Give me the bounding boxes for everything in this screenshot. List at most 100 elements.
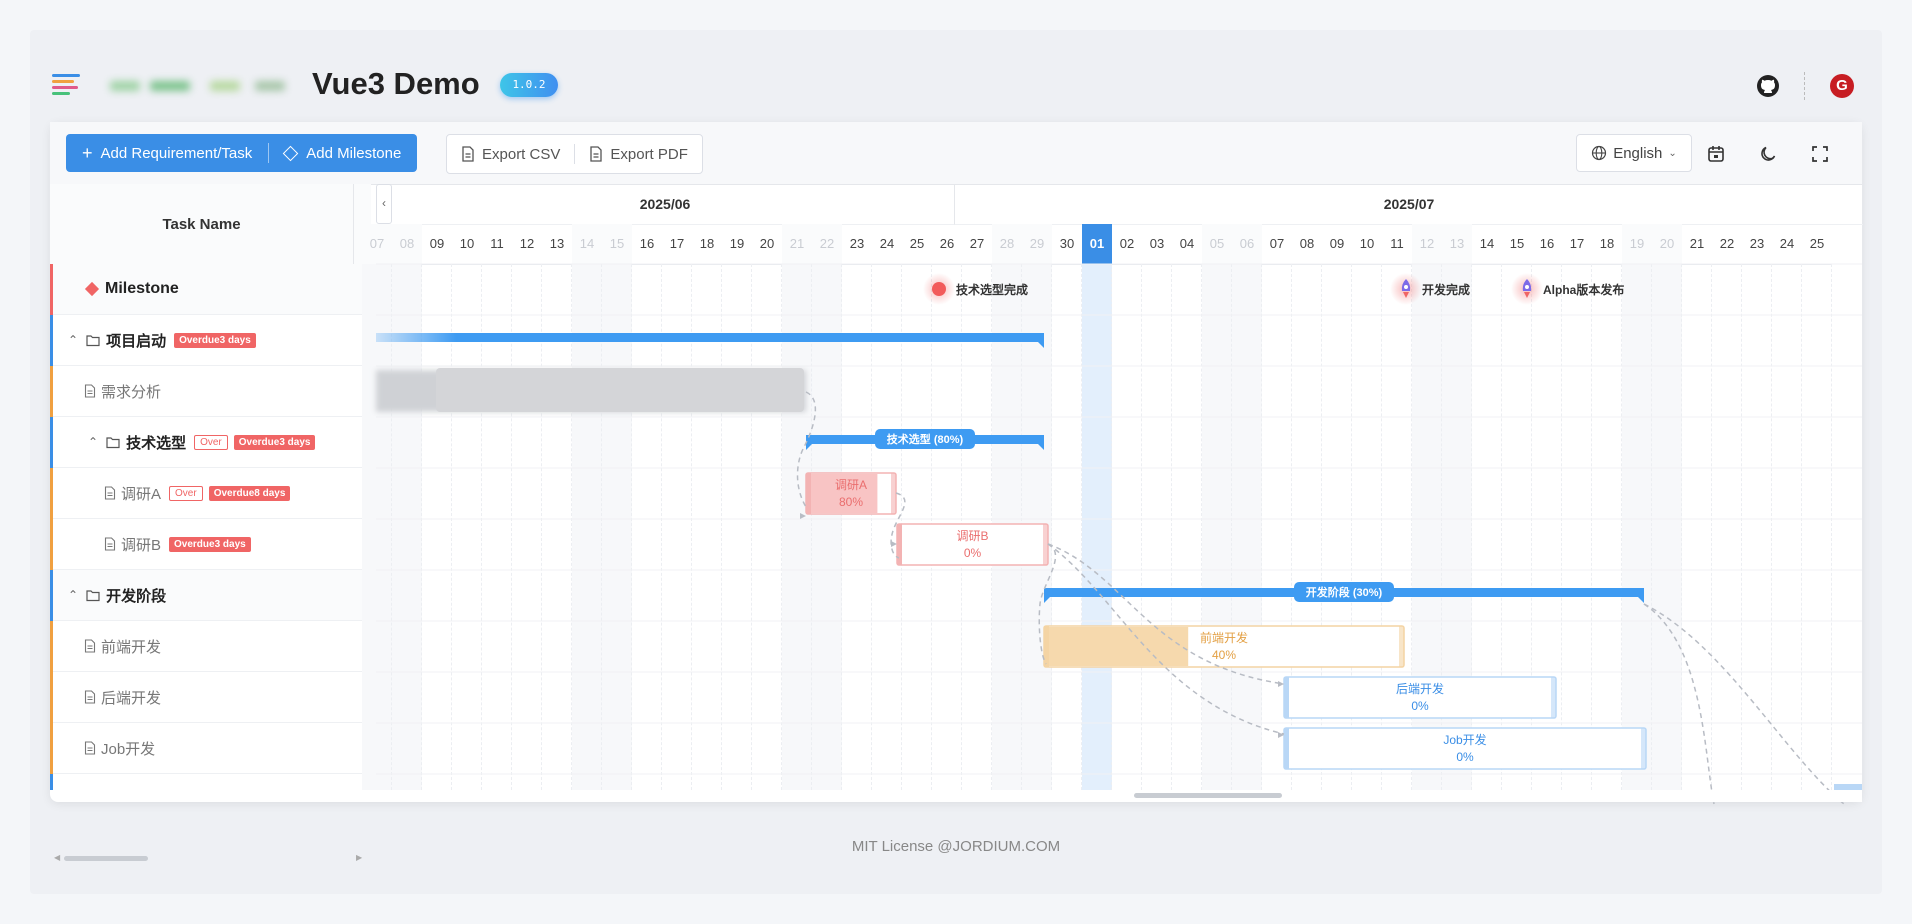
task-bar-requirement-analysis-body[interactable] [436, 368, 804, 412]
task-bar-percent[interactable]: 80% [839, 495, 863, 509]
bar-handle[interactable] [897, 524, 902, 565]
task-bar-label[interactable]: 后端开发 [1396, 681, 1444, 696]
day-column [392, 264, 422, 790]
folder-icon [106, 437, 120, 449]
group-bar-end[interactable] [1038, 342, 1044, 348]
bar-handle[interactable] [1284, 728, 1289, 769]
row-label: Job开发 [101, 740, 156, 758]
grid-row-task[interactable]: 前端开发 [50, 621, 370, 672]
github-icon[interactable] [1756, 74, 1780, 98]
day-column [782, 264, 812, 790]
add-task-button[interactable]: + Add Requirement/Task [66, 134, 268, 172]
over-badge: Over [194, 434, 228, 450]
bar-handle[interactable] [1043, 524, 1048, 565]
export-pdf-button[interactable]: Export PDF [575, 135, 702, 173]
group-bar-end[interactable] [1044, 597, 1050, 603]
day-column [1772, 264, 1802, 790]
rocket-flame [1524, 292, 1530, 298]
dependency-arrow [1643, 603, 1715, 805]
grid-row-group[interactable]: ⌃ 技术选型 Over Overdue3 days [50, 417, 370, 468]
group-bar-end[interactable] [1038, 444, 1044, 450]
task-bar-frontend-progress[interactable] [1045, 627, 1189, 666]
chevron-up-icon[interactable]: ⌃ [68, 333, 79, 347]
group-bar-end[interactable] [1638, 597, 1644, 603]
group-bar-label-bg[interactable] [1294, 582, 1394, 602]
day-column [542, 264, 572, 790]
rocket-flame [1403, 292, 1409, 298]
bar-handle[interactable] [1284, 677, 1289, 718]
task-bar-label[interactable]: 调研A [835, 478, 867, 492]
day-column [632, 264, 662, 790]
language-select[interactable]: English ⌄ [1576, 134, 1692, 172]
grid-row-task[interactable]: 需求分析 [50, 366, 370, 417]
day-header: 08 [392, 224, 422, 265]
grid-row-group[interactable]: ⌃ 项目启动 Overdue3 days [50, 315, 370, 366]
chevron-down-icon: ⌄ [1668, 147, 1677, 159]
day-column [752, 264, 782, 790]
day-column [1322, 264, 1352, 790]
task-bar-percent[interactable]: 0% [1456, 750, 1474, 764]
grid-row-task[interactable]: 调研B Overdue3 days [50, 519, 370, 570]
day-column [1112, 264, 1142, 790]
calendar-icon[interactable] [1706, 144, 1726, 164]
moon-icon[interactable] [1758, 144, 1778, 164]
day-column [422, 264, 452, 790]
group-bar-label[interactable]: 开发阶段 (30%) [1306, 585, 1383, 599]
gitee-icon[interactable]: G [1830, 74, 1854, 98]
task-bar-label[interactable]: Job开发 [1443, 732, 1486, 747]
day-column [1262, 264, 1292, 790]
fullscreen-icon[interactable] [1810, 144, 1830, 164]
day-column [1742, 264, 1772, 790]
document-icon [462, 146, 474, 162]
grid-row-task[interactable]: 后端开发 [50, 672, 370, 723]
add-milestone-button[interactable]: Add Milestone [269, 134, 417, 172]
export-csv-button[interactable]: Export CSV [447, 135, 574, 173]
gantt-card: + Add Requirement/Task Add Milestone Exp… [50, 122, 1863, 862]
chevron-up-icon[interactable]: ⌃ [68, 588, 79, 602]
task-bar-label[interactable]: 前端开发 [1200, 630, 1248, 645]
group-bar-end[interactable] [806, 444, 812, 450]
export-button-group: Export CSV Export PDF [446, 134, 703, 174]
timeline-horizontal-scrollbar[interactable] [376, 790, 1862, 802]
folder-icon [86, 590, 100, 602]
bar-handle[interactable] [1399, 626, 1404, 667]
grid-row-group[interactable]: ⌃ 开发阶段 [50, 570, 370, 621]
language-label: English [1613, 144, 1663, 162]
day-column [1682, 264, 1712, 790]
app-title: Vue3 Demo [312, 66, 480, 101]
task-bar-percent[interactable]: 0% [964, 546, 982, 560]
globe-icon [1592, 145, 1607, 161]
group-bar-label[interactable]: 技术选型 (80%) [887, 432, 964, 446]
task-bar-research-a-progress[interactable] [807, 474, 878, 513]
row-label: 调研B [121, 536, 162, 554]
task-grid: Task Name Milestone ⌃ 项目启动 Overdue3 days… [50, 184, 371, 862]
day-header: 05 [1202, 224, 1232, 265]
day-column [512, 264, 542, 790]
bar-handle[interactable] [1551, 677, 1556, 718]
group-bar-label-bg[interactable] [875, 429, 975, 449]
bar-handle[interactable] [1044, 626, 1049, 667]
document-icon [104, 537, 116, 551]
grid-row-task[interactable]: Job开发 [50, 723, 370, 774]
menu-icon[interactable] [52, 74, 82, 98]
document-icon [590, 146, 603, 162]
bar-handle[interactable] [806, 473, 811, 514]
bar-handle[interactable] [1641, 728, 1646, 769]
chevron-up-icon[interactable]: ⌃ [88, 435, 99, 449]
day-column [1802, 264, 1832, 790]
row-label: 技术选型 [126, 434, 187, 452]
month-header: 2025/06 [376, 184, 954, 225]
grid-row-task[interactable]: 调研A Over Overdue8 days [50, 468, 370, 519]
collapse-grid-button[interactable]: ‹ [376, 184, 392, 224]
grid-horizontal-scrollbar[interactable]: ▶ ◀ [54, 853, 363, 862]
dependency-arrow [1643, 603, 1845, 805]
group-bar-project-start[interactable] [376, 333, 1044, 342]
task-bar-offscreen[interactable] [1834, 784, 1862, 790]
day-column [1172, 264, 1202, 790]
task-bar-percent[interactable]: 40% [1212, 648, 1236, 662]
task-bar-label[interactable]: 调研B [956, 529, 988, 543]
bar-handle[interactable] [891, 473, 896, 514]
task-bar-percent[interactable]: 0% [1411, 699, 1429, 713]
grid-row-milestone[interactable]: Milestone [50, 264, 370, 315]
